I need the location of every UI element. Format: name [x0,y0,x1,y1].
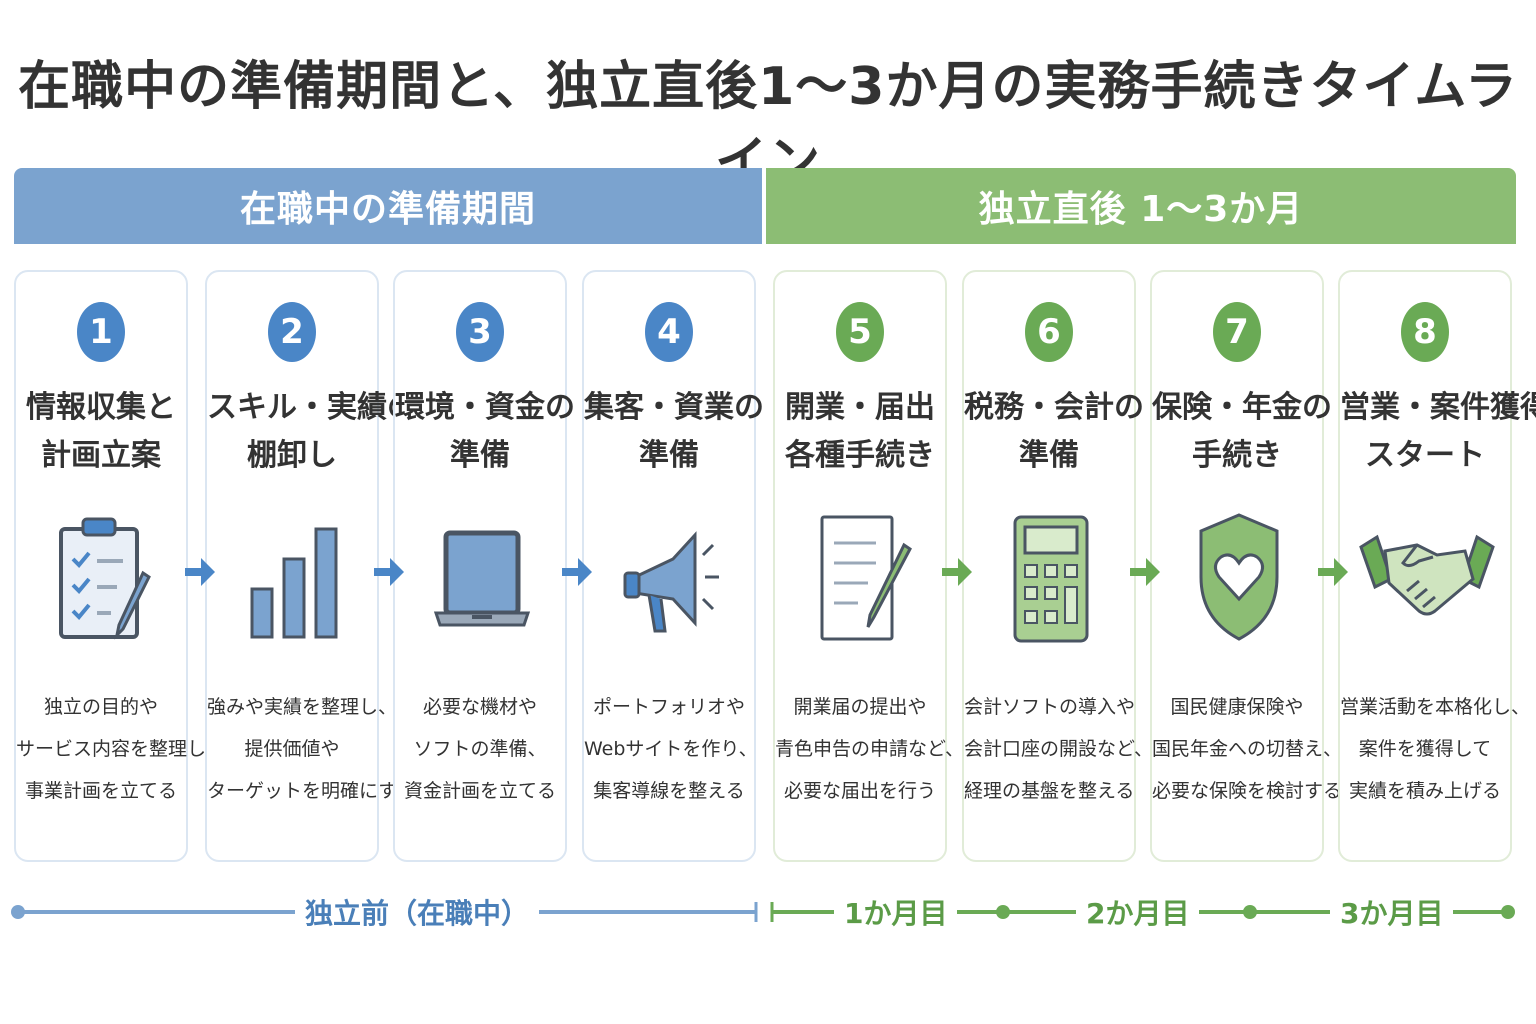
document-pen-icon [820,515,912,641]
step-description: 必要な機材やソフトの準備、資金計画を立てる [403,696,556,802]
step-number: 6 [1025,302,1073,362]
step-number: 8 [1401,302,1449,362]
step-card-2: 2 スキル・実績の棚卸し 強みや実績を整理し、提供価値やターゲットを明確にする [205,270,417,862]
step-description: 開業届の提出や青色申告の申請など、必要な届出を行う [775,696,965,802]
step-card-1: 1 情報収集と計画立案 独立の目的やサービス内容を整理し、事業計画を立てる [14,270,226,862]
step-number: 1 [77,302,125,362]
timeline-label-before: 独立前（在職中） [295,892,540,932]
step-title: 開業・届出各種手続き [785,390,935,473]
step-description: 営業活動を本格化し、案件を獲得して実績を積み上げる [1340,696,1531,802]
step-title: 保険・年金の手続き [1152,390,1332,473]
step-card-3: 3 環境・資金の準備 必要な機材やソフトの準備、資金計画を立てる [393,270,575,862]
handshake-icon [1359,534,1495,616]
step-number: 5 [836,302,884,362]
timeline-label-month3: 3か月目 [1330,892,1454,932]
clipboard-checklist-icon [59,517,151,640]
timeline-label-month1: 1か月目 [834,892,958,932]
step-description: 会計ソフトの導入や会計口座の開設など、経理の基盤を整える [964,696,1154,802]
arrow-right-icon [562,558,592,586]
step-description: 強みや実績を整理し、提供価値やターゲットを明確にする [207,696,417,802]
step-card-7: 7 保険・年金の手続き 国民健康保険や国民年金への切替え、必要な保険を検討する [1150,270,1343,862]
arrow-right-icon [942,558,972,586]
page-title: 在職中の準備期間と、独立直後1～3か月の実務手続きタイムライン [18,57,1518,192]
step-description: 国民健康保険や国民年金への切替え、必要な保険を検討する [1152,696,1343,802]
phase-header-before: 在職中の準備期間 [14,168,762,244]
step-title: スキル・実績の棚卸し [207,390,417,473]
step-number: 2 [268,302,316,362]
step-title: 環境・資金の準備 [395,390,575,473]
arrow-right-icon [374,558,404,586]
shield-heart-icon [1199,513,1279,641]
step-title: 集客・資業の準備 [584,390,764,473]
step-description: 独立の目的やサービス内容を整理し、事業計画を立てる [16,696,226,802]
step-number: 3 [456,302,504,362]
timeline-label-month2: 2か月目 [1076,892,1200,932]
arrow-right-icon [1318,558,1348,586]
step-number: 4 [645,302,693,362]
step-title: 税務・会計の準備 [964,390,1144,473]
step-number: 7 [1213,302,1261,362]
arrow-right-icon [1130,558,1160,586]
arrow-right-icon [185,558,215,586]
step-card-8: 8 営業・案件獲得スタート 営業活動を本格化し、案件を獲得して実績を積み上げる [1338,270,1536,862]
laptop-icon [433,530,531,627]
step-card-6: 6 税務・会計の準備 会計ソフトの導入や会計口座の開設など、経理の基盤を整える [962,270,1154,862]
step-title: 営業・案件獲得スタート [1340,390,1536,473]
timeline-axis [11,902,1515,922]
megaphone-icon [623,531,719,633]
bar-chart-icon [250,527,338,639]
step-title: 情報収集と計画立案 [26,390,176,473]
calculator-icon [1013,515,1089,643]
step-card-5: 5 開業・届出各種手続き 開業届の提出や青色申告の申請など、必要な届出を行う [773,270,965,862]
phase-header-after: 独立直後 1～3か月 [766,168,1516,244]
